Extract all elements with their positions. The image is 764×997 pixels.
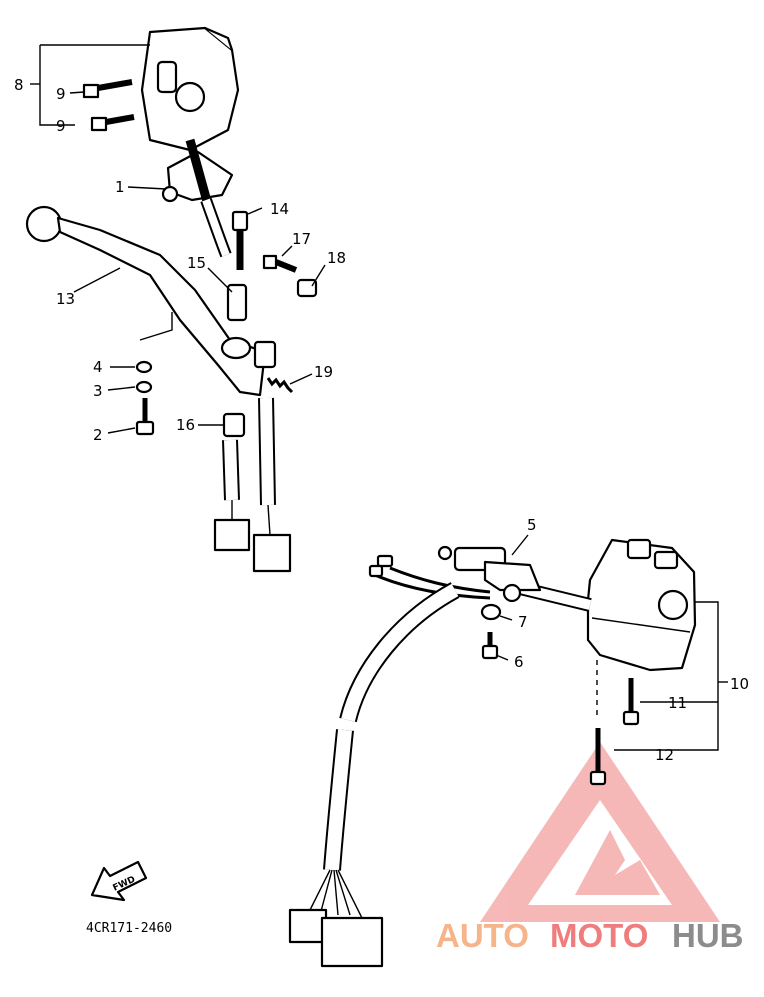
- screw-6: [481, 632, 499, 660]
- label-part-3: 3: [93, 382, 103, 400]
- label-part-9a: 9: [56, 85, 66, 103]
- label-part-6: 6: [514, 653, 524, 671]
- watermark-word-hub: HUB: [672, 917, 744, 954]
- switch-wires: [368, 554, 491, 600]
- part-number-labels: 8 9 9 1 14 17 18 15 13 4 3 2 16 19 5 7 6…: [14, 76, 749, 764]
- spring-19: [266, 377, 294, 394]
- washer-4: [135, 360, 153, 374]
- leader-lines-left: [30, 44, 326, 434]
- washer-3: [135, 380, 153, 394]
- front-brake-switch-5: [437, 545, 542, 603]
- bolt-17: [262, 254, 298, 273]
- lever-13: [25, 205, 277, 397]
- catalog-code: 4CR171-2460: [86, 921, 172, 936]
- screw-9-lower: [90, 114, 135, 132]
- label-part-8: 8: [14, 76, 24, 94]
- label-part-4: 4: [93, 358, 103, 376]
- leader-lines-right: [495, 534, 728, 751]
- nut-7: [480, 603, 502, 621]
- label-part-19: 19: [314, 363, 333, 381]
- label-part-11: 11: [668, 694, 687, 712]
- label-part-18: 18: [327, 249, 346, 267]
- screw-2: [135, 398, 155, 436]
- screw-12: [589, 660, 607, 786]
- left-handlebar-switch-8: [140, 26, 240, 152]
- nut-18: [296, 278, 318, 298]
- label-part-14: 14: [270, 200, 289, 218]
- label-part-10: 10: [730, 675, 749, 693]
- screw-9-upper: [82, 79, 133, 99]
- screw-11: [622, 678, 640, 726]
- watermark-text: AUTO MOTO HUB: [436, 917, 744, 954]
- label-part-5: 5: [527, 516, 537, 534]
- left-wire-harness: [213, 397, 292, 573]
- nut-16: [222, 412, 246, 438]
- watermark-word-moto: MOTO: [550, 917, 648, 954]
- label-part-2: 2: [93, 426, 103, 444]
- label-part-13: 13: [56, 290, 75, 308]
- label-part-16: 16: [176, 416, 195, 434]
- right-wire-harness: [288, 582, 460, 968]
- label-part-12: 12: [655, 746, 674, 764]
- collar-15: [226, 283, 248, 322]
- fwd-arrow-icon: FWD: [90, 860, 148, 902]
- watermark-word-auto: AUTO: [436, 917, 529, 954]
- bolt-14: [231, 210, 249, 270]
- lever-bracket-1: [161, 138, 234, 207]
- label-part-9b: 9: [56, 117, 66, 135]
- label-part-17: 17: [292, 230, 311, 248]
- label-part-15: 15: [187, 254, 206, 272]
- label-part-1: 1: [115, 178, 125, 196]
- label-part-7: 7: [518, 613, 528, 631]
- watermark-logo: [480, 742, 720, 922]
- right-handlebar-switch-10: [586, 538, 697, 672]
